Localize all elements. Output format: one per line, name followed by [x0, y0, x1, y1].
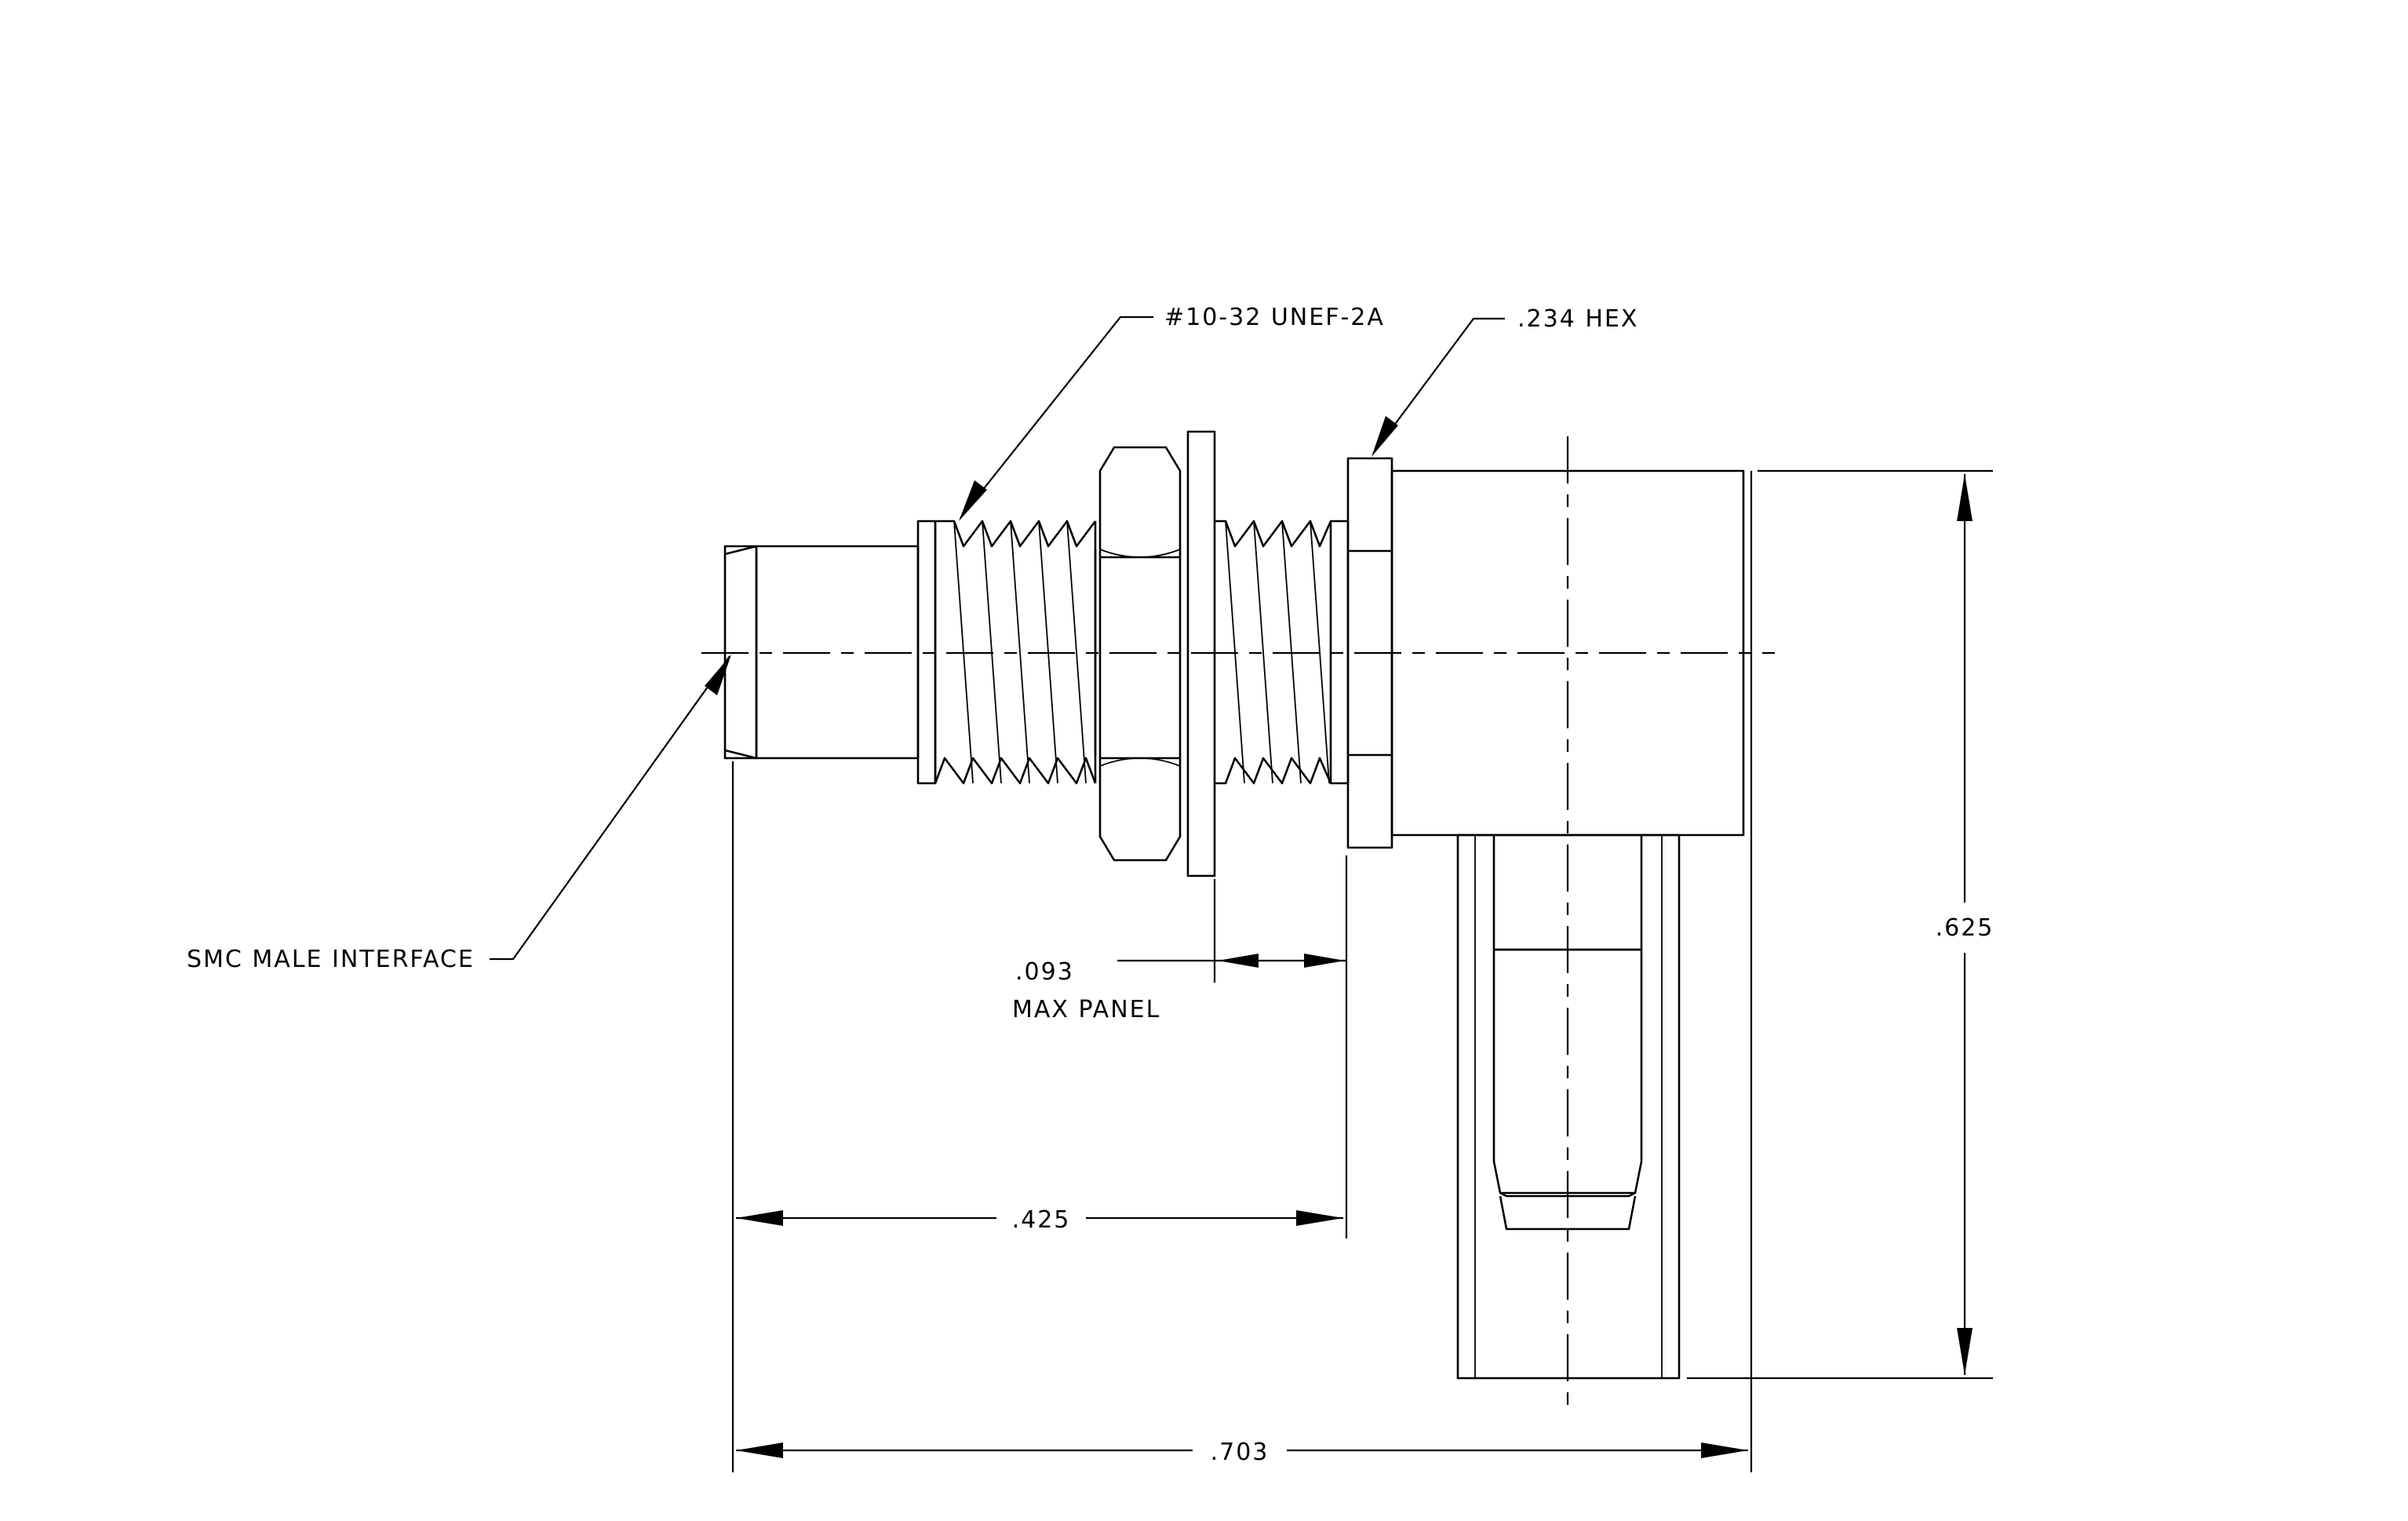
panel-text-label: MAX PANEL [1012, 996, 1160, 1023]
dim-height-label: .625 [1936, 914, 1995, 942]
leader-thread: #10-32 UNEF-2A [959, 304, 1385, 521]
interface-label: SMC MALE INTERFACE [187, 946, 475, 973]
cable-ferrule [1456, 833, 1681, 1380]
extension-lines [731, 469, 1993, 1472]
dim-flange-label: .425 [1012, 1206, 1071, 1234]
dimension-height: .625 [1936, 474, 1995, 1375]
dimension-flange: .425 [736, 1206, 1343, 1234]
hex-label: .234 HEX [1517, 305, 1638, 333]
thread-label: #10-32 UNEF-2A [1164, 304, 1385, 331]
dimension-overall: .703 [736, 1439, 1748, 1466]
leader-interface: SMC MALE INTERFACE [187, 655, 731, 973]
dim-overall-label: .703 [1211, 1439, 1270, 1466]
dimension-panel: .093 MAX PANEL [1012, 954, 1346, 1023]
leader-hex: .234 HEX [1372, 305, 1638, 457]
panel-value-label: .093 [1015, 958, 1074, 986]
